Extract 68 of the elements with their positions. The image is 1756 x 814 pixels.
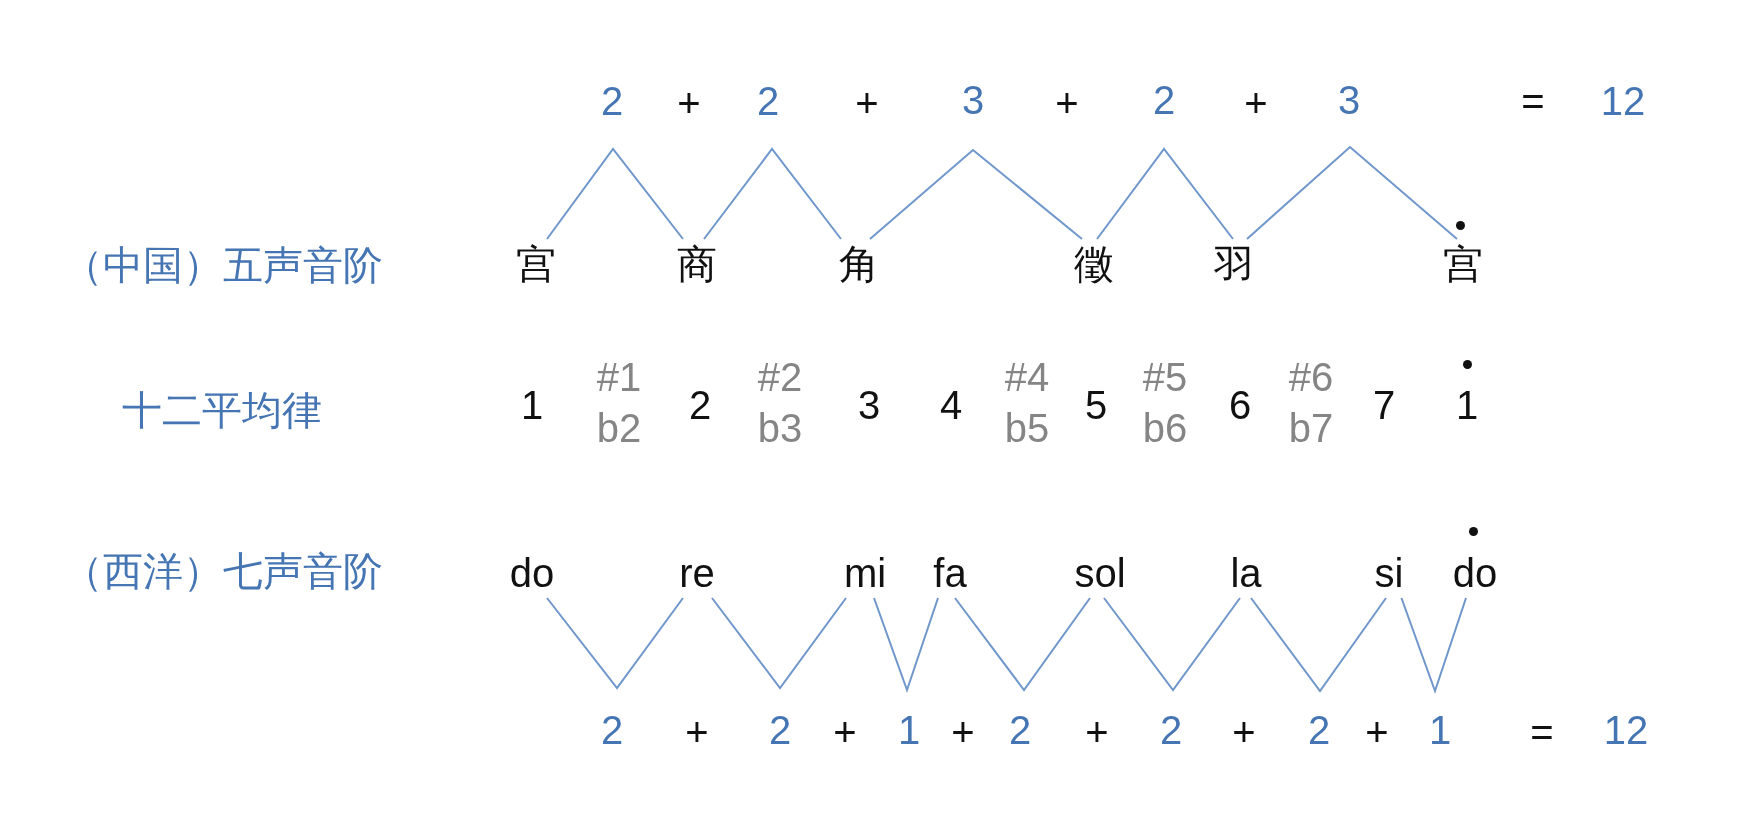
plus-sign: + <box>1244 80 1268 127</box>
solfege-syllable: mi <box>843 549 887 597</box>
solfege-syllable: re <box>679 549 715 597</box>
plus-sign: + <box>677 80 701 127</box>
note-character: 宫 <box>516 240 556 288</box>
solfege-syllable: sol <box>1074 549 1126 597</box>
interval-number: 3 <box>961 77 985 124</box>
note-character: 羽 <box>1214 240 1254 288</box>
interval-line <box>546 147 684 240</box>
plus-sign: + <box>951 709 975 756</box>
note-character: 商 <box>677 240 717 288</box>
interval-number: 1 <box>1428 707 1452 754</box>
plus-sign: + <box>685 709 709 756</box>
interval-number: 1 <box>897 707 921 754</box>
plus-sign: + <box>1085 709 1109 756</box>
plus-sign: + <box>833 709 857 756</box>
interval-line <box>546 597 684 690</box>
scale-degree: 3 <box>857 382 881 429</box>
interval-number: 3 <box>1337 77 1361 124</box>
plus-sign: + <box>855 80 879 127</box>
sharp-flat-label: #2 b3 <box>757 354 803 452</box>
interval-number: 2 <box>600 707 624 754</box>
interval-number: 2 <box>1008 707 1032 754</box>
interval-line <box>869 148 1083 240</box>
plus-sign: + <box>1365 709 1389 756</box>
sharp-flat-label: #6 b7 <box>1288 354 1334 452</box>
solfege-syllable: la <box>1230 549 1262 597</box>
interval-line <box>1400 597 1467 695</box>
interval-line <box>1103 597 1241 692</box>
equals-sign: = <box>1521 78 1545 125</box>
note-character: 宫 <box>1443 240 1483 288</box>
interval-number: 2 <box>1307 707 1331 754</box>
interval-line <box>1096 147 1234 240</box>
note-character: 角 <box>839 240 879 288</box>
sum-number: 12 <box>1603 707 1649 754</box>
interval-number: 2 <box>756 78 780 125</box>
scale-degree: 1 <box>1455 382 1479 429</box>
interval-line <box>954 597 1091 692</box>
row-heading: （中国）五声音阶 <box>63 242 383 289</box>
solfege-syllable: do <box>1452 549 1498 597</box>
interval-number: 2 <box>1159 707 1183 754</box>
plus-sign: + <box>1232 709 1256 756</box>
sharp-flat-label: #5 b6 <box>1142 354 1188 452</box>
note-character: 徵 <box>1074 240 1114 288</box>
sharp-flat-label: #4 b5 <box>1004 354 1050 452</box>
scale-degree: 5 <box>1084 382 1108 429</box>
sharp-flat-label: #1 b2 <box>596 354 642 452</box>
scale-degree: 1 <box>520 382 544 429</box>
interval-line <box>703 147 842 240</box>
interval-line <box>1250 597 1387 693</box>
row-heading: 十二平均律 <box>122 387 322 434</box>
interval-line <box>1246 145 1458 240</box>
scale-degree: 6 <box>1228 382 1252 429</box>
interval-number: 2 <box>600 78 624 125</box>
interval-number: 2 <box>1152 77 1176 124</box>
interval-line <box>711 597 847 690</box>
interval-number: 2 <box>768 707 792 754</box>
solfege-syllable: do <box>509 549 555 597</box>
plus-sign: + <box>1055 80 1079 127</box>
scale-degree: 4 <box>939 382 963 429</box>
scale-degree: 7 <box>1372 382 1396 429</box>
solfege-syllable: si <box>1374 549 1404 597</box>
sum-number: 12 <box>1600 78 1646 125</box>
solfege-syllable: fa <box>933 549 967 597</box>
interval-line <box>873 597 939 694</box>
equals-sign: = <box>1530 709 1554 756</box>
scale-degree: 2 <box>688 382 712 429</box>
row-heading: （西洋）七声音阶 <box>63 548 383 595</box>
